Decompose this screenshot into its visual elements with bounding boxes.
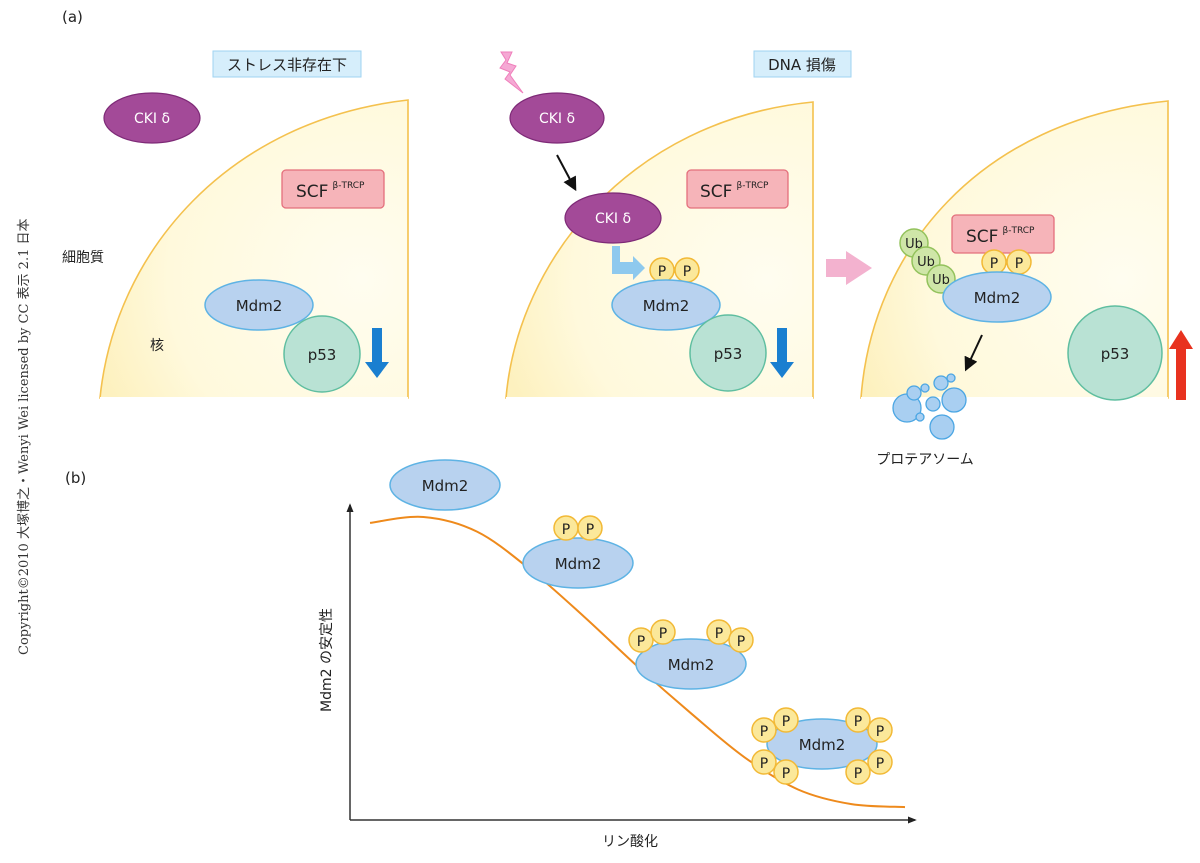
cki-delta-label: CKI δ	[539, 111, 575, 127]
scf-complex	[686, 169, 789, 209]
cki-delta-label: CKI δ	[134, 111, 170, 127]
proteasome-icon	[892, 373, 967, 440]
nucleus-label: 核	[150, 338, 164, 354]
cki-delta-outside	[509, 92, 605, 144]
phosphorylation-arrow-icon	[612, 246, 645, 280]
phosphate-label: P	[659, 626, 667, 642]
p53	[1067, 305, 1163, 401]
mdm2-label: Mdm2	[974, 289, 1021, 307]
nucleus-membrane	[505, 101, 814, 399]
mdm2	[389, 459, 501, 511]
x-axis-label: リン酸化	[602, 834, 658, 850]
phosphate-label: P	[782, 766, 790, 782]
p53	[689, 314, 767, 392]
phosphate-label: P	[854, 714, 862, 730]
mdm2-state: Mdm2	[389, 459, 501, 511]
phosphate	[751, 749, 777, 775]
phosphate	[706, 619, 732, 645]
p53-label: p53	[308, 346, 337, 364]
cki-delta-inside	[564, 192, 662, 244]
phosphate	[628, 627, 654, 653]
phosphate	[577, 515, 603, 541]
p53-label: p53	[714, 345, 743, 363]
ubiquitin-label: Ub	[905, 237, 923, 252]
mdm2-label: Mdm2	[236, 297, 283, 315]
lightning-icon	[499, 51, 524, 94]
phosphate	[867, 717, 893, 743]
mdm2	[204, 279, 314, 331]
copyright-text: Copyright©2010 大塚博之・Wenyi Wei licensed b…	[17, 219, 32, 655]
condition-label: DNA 損傷	[768, 56, 836, 74]
phosphate	[650, 619, 676, 645]
phosphate-label: P	[683, 264, 691, 280]
phosphate	[728, 627, 754, 653]
translocation-arrow	[556, 154, 577, 192]
cki-delta-label: CKI δ	[595, 211, 631, 227]
phosphate-label: P	[1015, 256, 1023, 272]
p53	[283, 315, 361, 393]
p53-down-arrow-icon	[770, 328, 794, 378]
phosphate	[773, 707, 799, 733]
phosphate	[845, 759, 871, 785]
ubiquitin-label: Ub	[917, 255, 935, 270]
mdm2-label: Mdm2	[643, 297, 690, 315]
mdm2-label: Mdm2	[422, 477, 469, 495]
nucleus-membrane	[99, 99, 409, 399]
phosphate-label: P	[760, 724, 768, 740]
mdm2	[611, 279, 721, 331]
phosphate-label: P	[990, 256, 998, 272]
mdm2	[766, 718, 878, 770]
ubiquitin-label: Ub	[932, 273, 950, 288]
condition-box	[753, 50, 852, 78]
p53-up-arrow-icon	[1169, 330, 1193, 400]
panel-b-label: (b)	[65, 469, 86, 487]
phosphate-label: P	[715, 626, 723, 642]
mdm2-label: Mdm2	[555, 555, 602, 573]
mdm2	[635, 638, 747, 690]
mdm2-label: Mdm2	[799, 736, 846, 754]
mdm2-label: Mdm2	[668, 656, 715, 674]
condition-label: ストレス非存在下	[227, 56, 347, 74]
phosphate-label: P	[876, 724, 884, 740]
phosphate-label: P	[737, 634, 745, 650]
phosphate	[773, 759, 799, 785]
scf-complex	[281, 169, 385, 209]
phosphate-label: P	[637, 634, 645, 650]
phosphate-label: P	[782, 714, 790, 730]
panel-a-label: (a)	[62, 8, 83, 26]
p53-label: p53	[1101, 345, 1130, 363]
mdm2	[522, 537, 634, 589]
proteasome-label: プロテアソーム	[876, 452, 974, 468]
mdm2	[942, 271, 1052, 323]
phosphate-label: P	[876, 756, 884, 772]
phosphate-label: P	[854, 766, 862, 782]
condition-box	[212, 50, 362, 78]
y-axis-label: Mdm2 の安定性	[319, 608, 335, 712]
phosphate-label: P	[586, 522, 594, 538]
phosphate	[845, 707, 871, 733]
phosphate-label: P	[658, 264, 666, 280]
transition-arrow-icon	[826, 251, 872, 285]
phosphate-label: P	[760, 756, 768, 772]
cytoplasm-label: 細胞質	[62, 250, 104, 266]
phosphate	[751, 717, 777, 743]
degradation-arrow	[964, 334, 983, 372]
phosphate-label: P	[562, 522, 570, 538]
cki-delta	[103, 92, 201, 144]
phosphate	[867, 749, 893, 775]
p53-down-arrow-icon	[365, 328, 389, 378]
